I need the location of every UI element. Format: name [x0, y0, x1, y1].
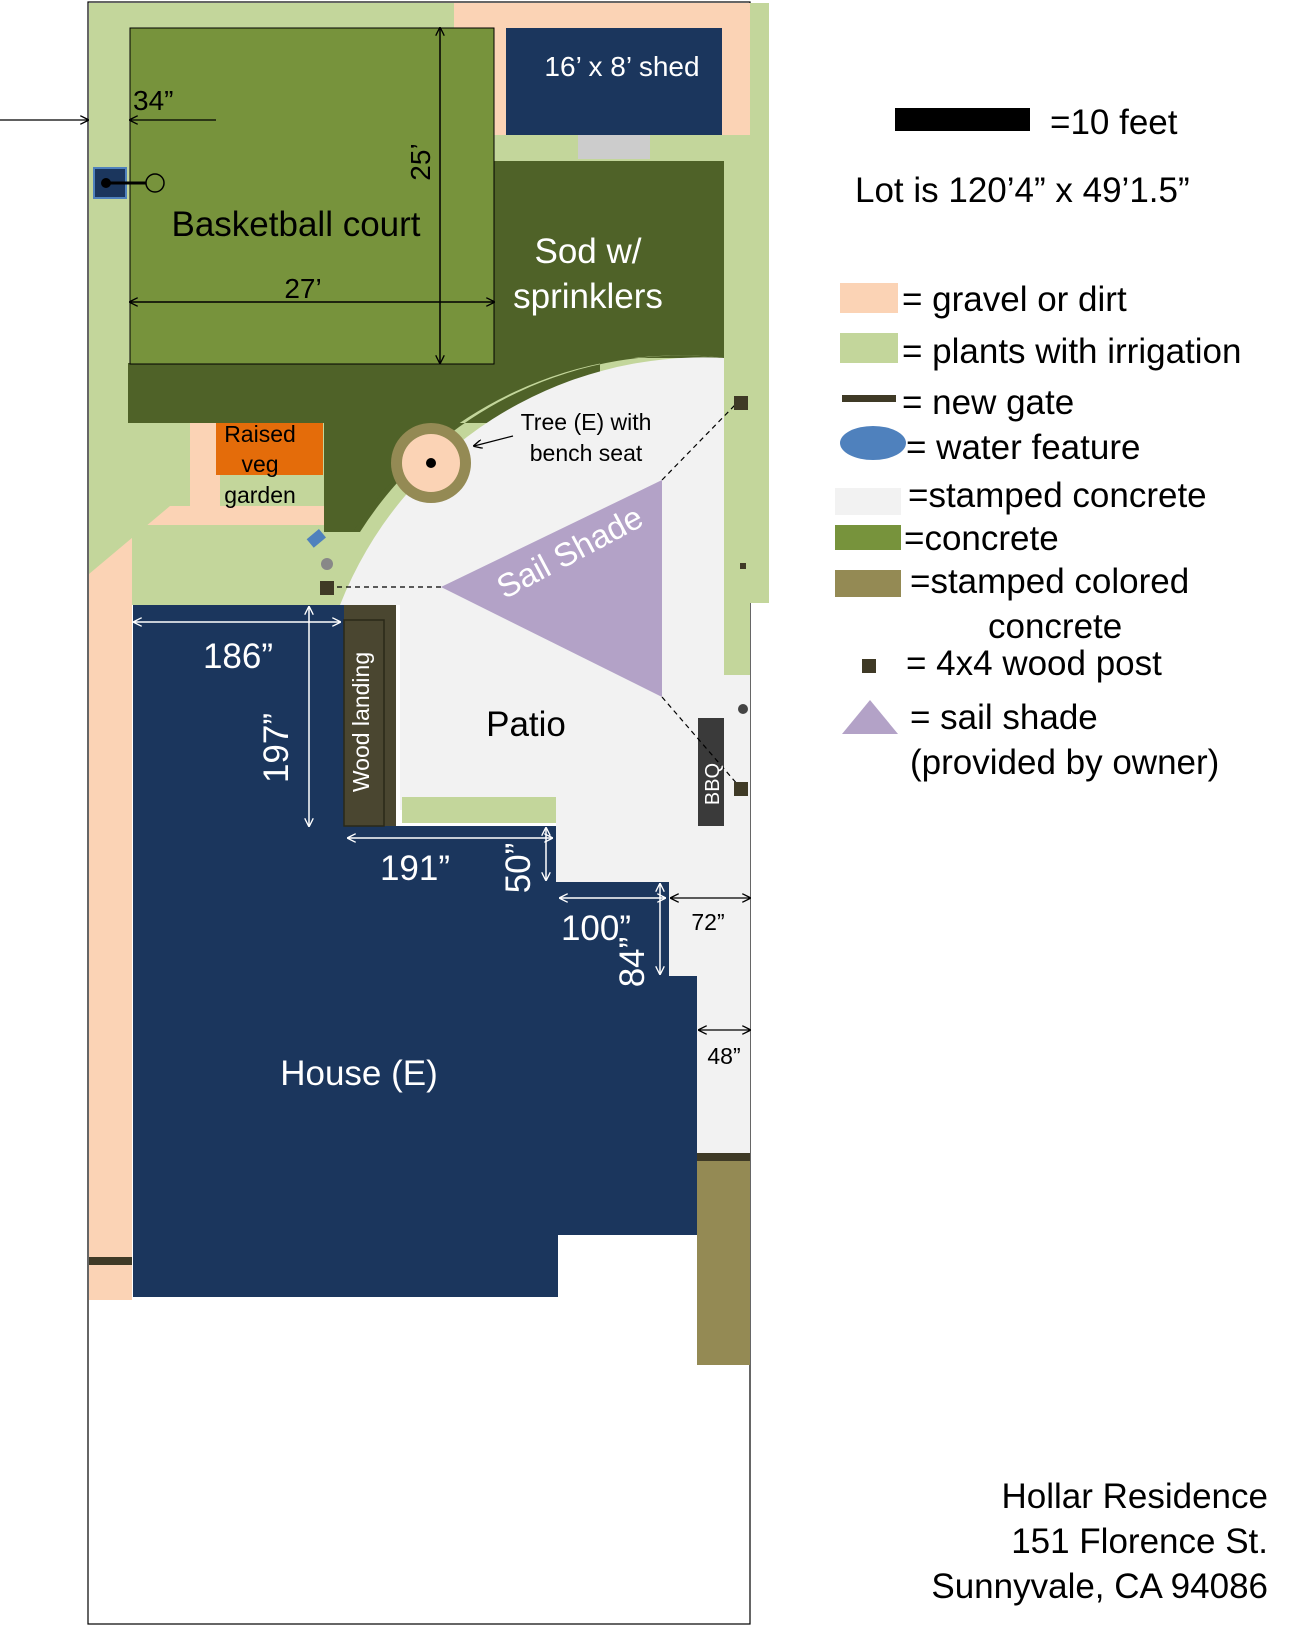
wood-post — [320, 581, 334, 595]
address-line-1: Hollar Residence — [1001, 1477, 1268, 1516]
legend-stamped-colored-2: concrete — [988, 607, 1122, 646]
basketball-court — [129, 27, 495, 365]
address-block: Hollar Residence 151 Florence St. Sunnyv… — [931, 1477, 1268, 1606]
dim-25: 25’ — [405, 143, 436, 180]
wood-landing-inner — [343, 619, 385, 827]
legend-swatch-stamped-colored — [835, 570, 901, 597]
stamped-colored-side — [697, 1155, 750, 1365]
house-notch-white — [558, 1235, 698, 1297]
dim-27: 27’ — [284, 273, 321, 304]
bbq-label: BBQ — [702, 763, 724, 805]
legend-post: = 4x4 wood post — [906, 644, 1162, 683]
dim-100: 100” — [561, 909, 631, 948]
plants-house-front — [132, 525, 382, 605]
shed-step — [578, 135, 650, 159]
dim-191: 191” — [380, 849, 450, 888]
hoop-rim — [145, 173, 165, 193]
dim-197: 197” — [257, 713, 296, 783]
post-marker — [321, 558, 333, 570]
veg-label-3: garden — [224, 482, 296, 508]
dim-186: 186” — [203, 637, 273, 676]
bbq — [698, 718, 724, 826]
legend-swatch-gravel — [840, 283, 898, 313]
plants-patio-strip — [402, 797, 556, 823]
scale-bar — [895, 108, 1030, 131]
wood-post — [734, 782, 748, 796]
landing-label: Wood landing — [348, 652, 374, 792]
wood-landing — [344, 605, 396, 826]
shed — [506, 28, 722, 135]
house-label: House (E) — [280, 1054, 438, 1093]
legend-swatch-gate — [842, 395, 896, 402]
tree-label-1: Tree (E) with — [521, 409, 652, 435]
legend-gate: = new gate — [902, 383, 1074, 422]
veg-label-1: Raised — [224, 421, 296, 447]
dim-84: 84” — [613, 937, 652, 988]
legend-swatch-water — [840, 426, 906, 460]
tree-center — [426, 458, 436, 468]
dim-34: 34” — [133, 85, 173, 116]
dim-50: 50” — [499, 843, 538, 894]
house — [133, 605, 697, 1297]
sod-area-main — [128, 161, 724, 530]
water-feature — [306, 529, 326, 548]
legend-concrete: =concrete — [904, 519, 1059, 558]
sod-label-1: Sod w/ — [535, 232, 642, 271]
legend-swatch-stamped — [835, 488, 901, 515]
sail-shade — [441, 480, 662, 697]
tree-label-arrow — [474, 435, 514, 446]
sail-tie-line — [661, 696, 739, 786]
legend-swatch-sail — [842, 700, 898, 734]
address-line-3: Sunnyvale, CA 94086 — [931, 1567, 1268, 1606]
basketball-label: Basketball court — [171, 205, 420, 244]
legend-sail-2: (provided by owner) — [910, 743, 1219, 782]
legend-stamped-colored-1: =stamped colored — [910, 562, 1189, 601]
shed-label: 16’ x 8’ shed — [544, 51, 699, 82]
patio-right-strip — [724, 675, 750, 1155]
gravel-path-left — [89, 423, 330, 1300]
post-marker — [738, 704, 748, 714]
raised-veg-garden — [216, 423, 323, 475]
legend-water: = water feature — [906, 428, 1140, 467]
legend-gravel: = gravel or dirt — [902, 280, 1127, 319]
legend-swatch-post — [862, 659, 876, 673]
sod-label-2: sprinklers — [513, 277, 663, 316]
lot-size: Lot is 120’4” x 49’1.5” — [855, 171, 1190, 210]
veg-label-2: veg — [241, 451, 278, 477]
dim-72: 72” — [691, 909, 724, 935]
dim-48: 48” — [707, 1043, 740, 1069]
legend-stamped: =stamped concrete — [908, 476, 1207, 515]
legend-swatch-concrete — [835, 525, 901, 550]
gate-right — [697, 1153, 750, 1161]
post-small — [740, 563, 746, 569]
address-line-2: 151 Florence St. — [1011, 1522, 1268, 1561]
legend-swatch-plants — [840, 333, 898, 363]
gate-left — [89, 1257, 132, 1265]
legend: =10 feet Lot is 120’4” x 49’1.5” = grave… — [835, 103, 1241, 782]
wood-post — [734, 396, 748, 410]
scale-label: =10 feet — [1050, 103, 1178, 142]
legend-plants: = plants with irrigation — [902, 332, 1241, 371]
legend-sail-1: = sail shade — [910, 698, 1098, 737]
tree-label-2: bench seat — [530, 440, 643, 466]
patio-label: Patio — [486, 705, 566, 744]
